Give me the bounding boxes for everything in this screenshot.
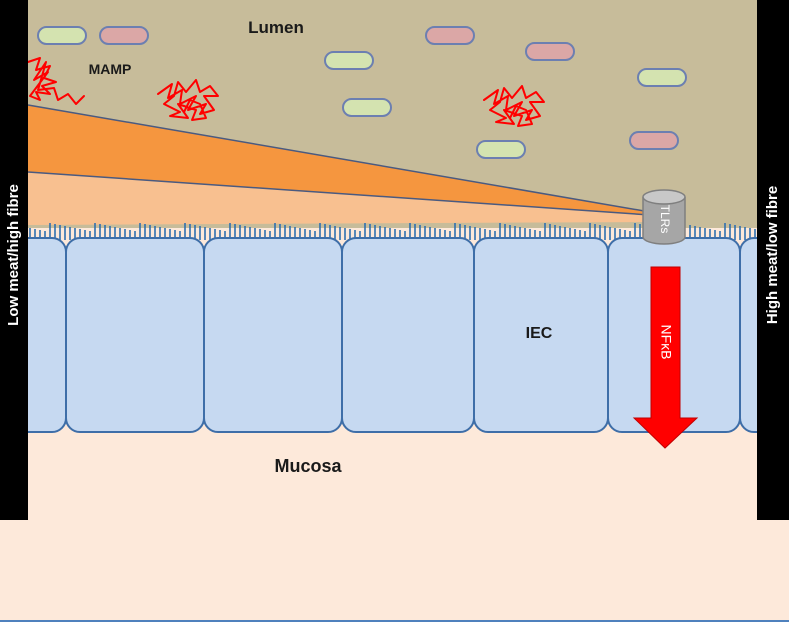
bacterium-green [637,68,687,87]
mamp-squiggle [157,79,219,121]
bacterium-green [37,26,87,45]
iec-label: IEC [526,325,553,342]
bacterium-green [324,51,374,70]
gradient-wedge [27,104,651,225]
left-bar-label: Low meat/high fibre [5,184,22,326]
epithelial-cell [341,237,475,433]
wedge-lower-edge [27,171,651,216]
bacterium-green [342,98,392,117]
mucosa-label: Mucosa [274,456,342,476]
mamp-label: MAMP [89,61,132,77]
bacterium-pink [99,26,149,45]
right-bar-label: High meat/low fibre [764,186,781,324]
wedge-light-band [28,172,650,225]
mamp-molecules [27,57,545,127]
tlr-cylinder-top [642,189,686,205]
nfkb-arrow: NFκB [632,266,699,449]
bacterium-pink [425,26,475,45]
mamp-squiggle [27,57,85,105]
nfkb-label: NFκB [658,325,674,360]
tlr-receptor: TLRs [642,189,686,245]
bacterium-green [476,140,526,159]
right-bar [757,0,789,520]
wedge-upper-edge [27,104,651,213]
tlr-cylinder-body [642,197,686,245]
lumen-label: Lumen [248,18,304,37]
epithelial-cell [203,237,343,433]
bacterium-pink [629,131,679,150]
bacterium-pink [525,42,575,61]
nfkb-arrow-shape [632,266,699,449]
mamp-squiggle [483,85,545,127]
tlr-label: TLRs [658,205,672,234]
epithelial-cell [65,237,205,433]
left-bar [0,0,28,520]
bacteria [37,26,687,159]
